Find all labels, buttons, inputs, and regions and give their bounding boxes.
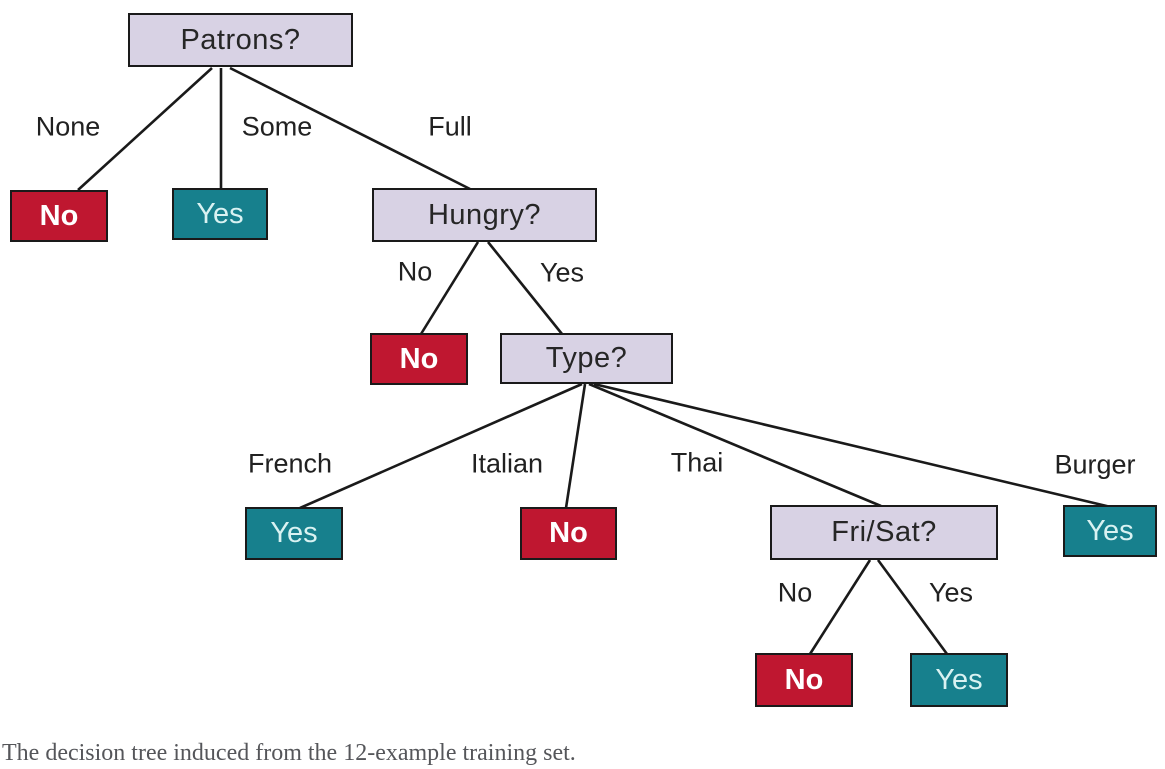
edge-patrons-none bbox=[77, 67, 213, 191]
decision-node-type: Type? bbox=[500, 333, 673, 384]
edge-hungry-yes bbox=[486, 241, 564, 335]
branch-label-thai: Thai bbox=[670, 447, 724, 478]
branch-label-french: French bbox=[247, 448, 333, 479]
leaf-italian-no: No bbox=[520, 507, 617, 560]
branch-label-italian: Italian bbox=[470, 448, 544, 479]
branch-label-frisat-no: No bbox=[777, 577, 813, 608]
branch-label-some: Some bbox=[241, 111, 313, 142]
edge-frisat-no bbox=[808, 559, 872, 655]
leaf-burger-yes: Yes bbox=[1063, 505, 1157, 557]
leaf-frisat-no: No bbox=[755, 653, 853, 707]
edge-type-thai bbox=[588, 382, 882, 508]
edge-hungry-no bbox=[419, 241, 480, 335]
leaf-hungry-no: No bbox=[370, 333, 468, 385]
decision-node-hungry: Hungry? bbox=[372, 188, 597, 242]
branch-label-burger: Burger bbox=[1054, 449, 1136, 480]
figure-caption: The decision tree induced from the 12-ex… bbox=[2, 740, 576, 766]
decision-node-patrons: Patrons? bbox=[128, 13, 353, 67]
branch-label-none: None bbox=[35, 111, 101, 142]
edge-frisat-yes bbox=[876, 559, 949, 655]
branch-label-frisat-yes: Yes bbox=[928, 577, 974, 608]
branch-label-hungry-yes: Yes bbox=[539, 257, 585, 288]
leaf-french-yes: Yes bbox=[245, 507, 343, 560]
leaf-none-no: No bbox=[10, 190, 108, 242]
edge-type-french bbox=[299, 382, 583, 510]
decision-node-frisat: Fri/Sat? bbox=[770, 505, 998, 560]
leaf-frisat-yes: Yes bbox=[910, 653, 1008, 707]
branch-label-hungry-no: No bbox=[397, 256, 433, 287]
edge-type-burger bbox=[593, 382, 1116, 510]
leaf-some-yes: Yes bbox=[172, 188, 268, 240]
branch-label-full: Full bbox=[428, 111, 472, 142]
edge-patrons-full bbox=[229, 66, 471, 191]
edge-type-italian bbox=[564, 383, 587, 509]
